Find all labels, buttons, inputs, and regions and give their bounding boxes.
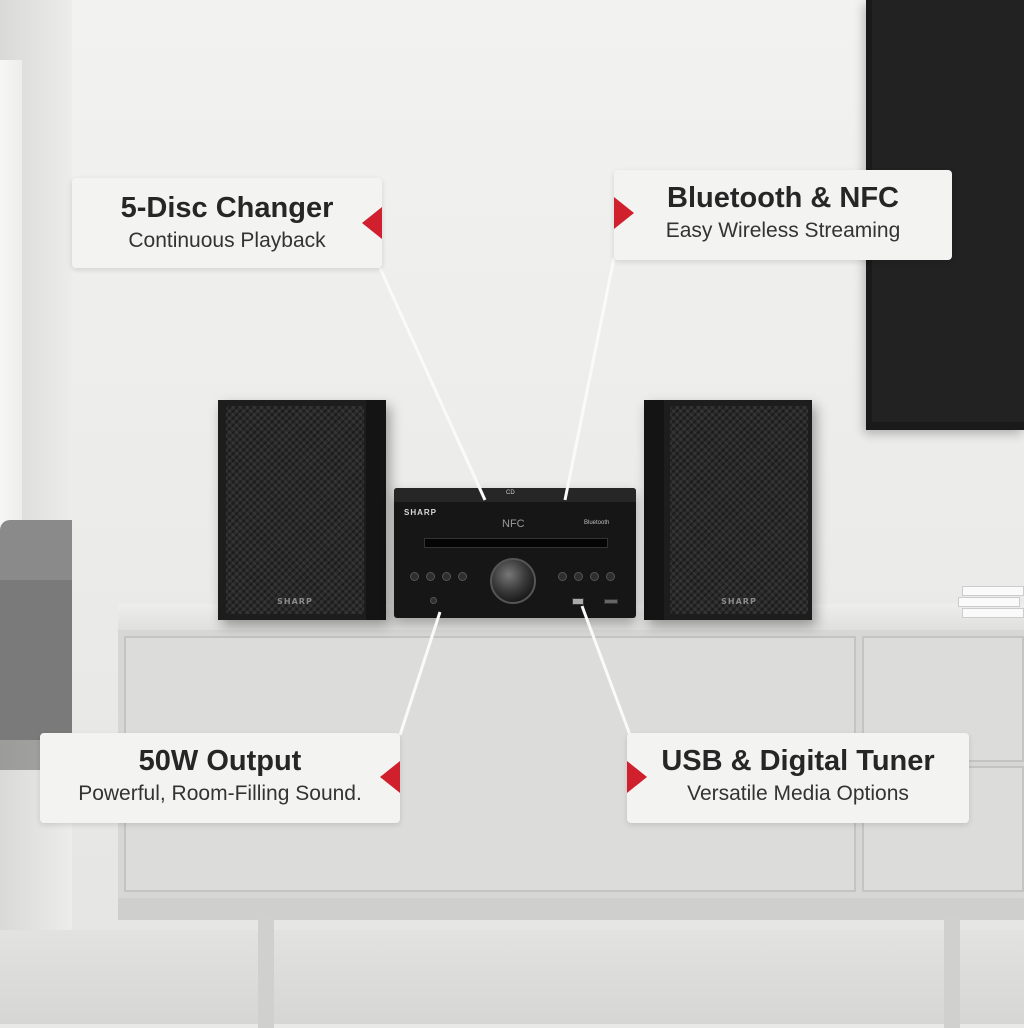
callout-output: 50W Output Powerful, Room-Filling Sound. (40, 733, 400, 823)
sofa-seat (0, 580, 72, 740)
headphone-jack (430, 597, 437, 604)
window-light (0, 60, 22, 530)
speaker-side (644, 400, 664, 620)
callout-subtitle: Powerful, Room-Filling Sound. (78, 782, 362, 805)
control-button (574, 572, 583, 581)
callout-usb-tuner: USB & Digital Tuner Versatile Media Opti… (627, 733, 969, 823)
floor (0, 930, 1024, 1024)
callout-title: 50W Output (138, 745, 302, 777)
speaker-grille (670, 406, 808, 614)
sofa-back (0, 520, 72, 586)
unit-brand-logo: SHARP (404, 508, 438, 517)
speaker-right: SHARP (644, 400, 812, 620)
speaker-grille (226, 406, 364, 614)
control-button (590, 572, 599, 581)
speaker-left: SHARP (218, 400, 386, 620)
red-marker-icon (380, 761, 400, 793)
control-button (606, 572, 615, 581)
book (958, 597, 1020, 607)
red-marker-icon (614, 197, 634, 229)
console-base (118, 898, 1024, 920)
red-marker-icon (627, 761, 647, 793)
unit-top-panel (394, 488, 636, 502)
volume-knob (490, 558, 536, 604)
callout-title: USB & Digital Tuner (661, 745, 935, 777)
usb-port (572, 598, 584, 605)
callout-title: 5-Disc Changer (120, 192, 334, 224)
control-button (442, 572, 451, 581)
console-leg (258, 918, 274, 1028)
control-button (558, 572, 567, 581)
control-button (458, 572, 467, 581)
aux-port (604, 599, 618, 604)
callout-disc-changer: 5-Disc Changer Continuous Playback (72, 178, 382, 268)
callout-bluetooth-nfc: Bluetooth & NFC Easy Wireless Streaming (614, 170, 952, 260)
console-leg (944, 918, 960, 1028)
callout-subtitle: Easy Wireless Streaming (665, 219, 901, 242)
book (962, 608, 1024, 618)
red-marker-icon (362, 207, 382, 239)
micro-system-unit: CD SHARP NFC Bluetooth (394, 488, 636, 618)
speaker-logo: SHARP (721, 597, 757, 606)
book (962, 586, 1024, 596)
speaker-logo: SHARP (277, 597, 313, 606)
speaker-side (366, 400, 386, 620)
disc-slot (424, 538, 608, 548)
disc-label: CD (506, 490, 515, 496)
callout-subtitle: Versatile Media Options (687, 782, 909, 805)
control-button (426, 572, 435, 581)
book-stack (958, 586, 1024, 620)
callout-subtitle: Continuous Playback (128, 229, 326, 252)
bluetooth-label: Bluetooth (584, 520, 610, 526)
nfc-label: NFC (502, 518, 525, 530)
control-button (410, 572, 419, 581)
callout-title: Bluetooth & NFC (667, 182, 899, 214)
